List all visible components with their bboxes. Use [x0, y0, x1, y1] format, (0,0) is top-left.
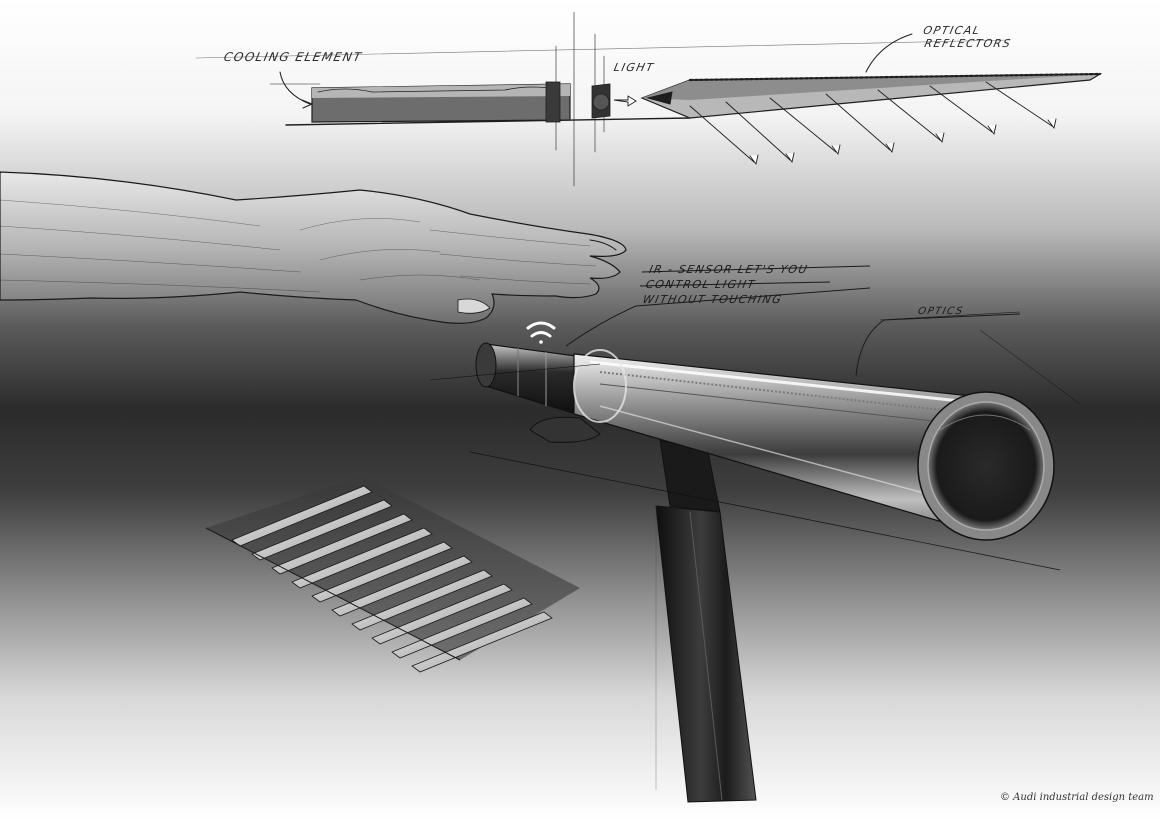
ir-sensor-line-1: IR - SENSOR LET'S YOU — [647, 263, 810, 276]
hand-drawing — [0, 171, 627, 324]
lamp-pole — [655, 439, 757, 803]
cooling-element-label: COOLING ELEMENT — [222, 50, 364, 64]
light-label: LIGHT — [612, 61, 656, 74]
lamp-head — [429, 329, 1081, 571]
sensor-wave-icon — [526, 321, 556, 344]
optical-reflectors-label: OPTICAL REFLECTORS — [919, 24, 1015, 50]
top-side-view — [195, 11, 1103, 187]
heatsink-fins — [205, 476, 580, 673]
credit-signature: © Audi industrial design team — [1000, 792, 1154, 803]
optical-reflectors-line-2: REFLECTORS — [923, 37, 1013, 50]
ir-sensor-line-2: CONTROL LIGHT — [644, 278, 757, 291]
optics-label: OPTICS — [916, 306, 965, 317]
ir-sensor-label: IR - SENSOR LET'S YOU CONTROL LIGHT WITH… — [641, 262, 809, 307]
ir-sensor-line-3: WITHOUT TOUCHING — [641, 293, 784, 306]
optical-reflectors-line-1: OPTICAL — [922, 24, 982, 37]
